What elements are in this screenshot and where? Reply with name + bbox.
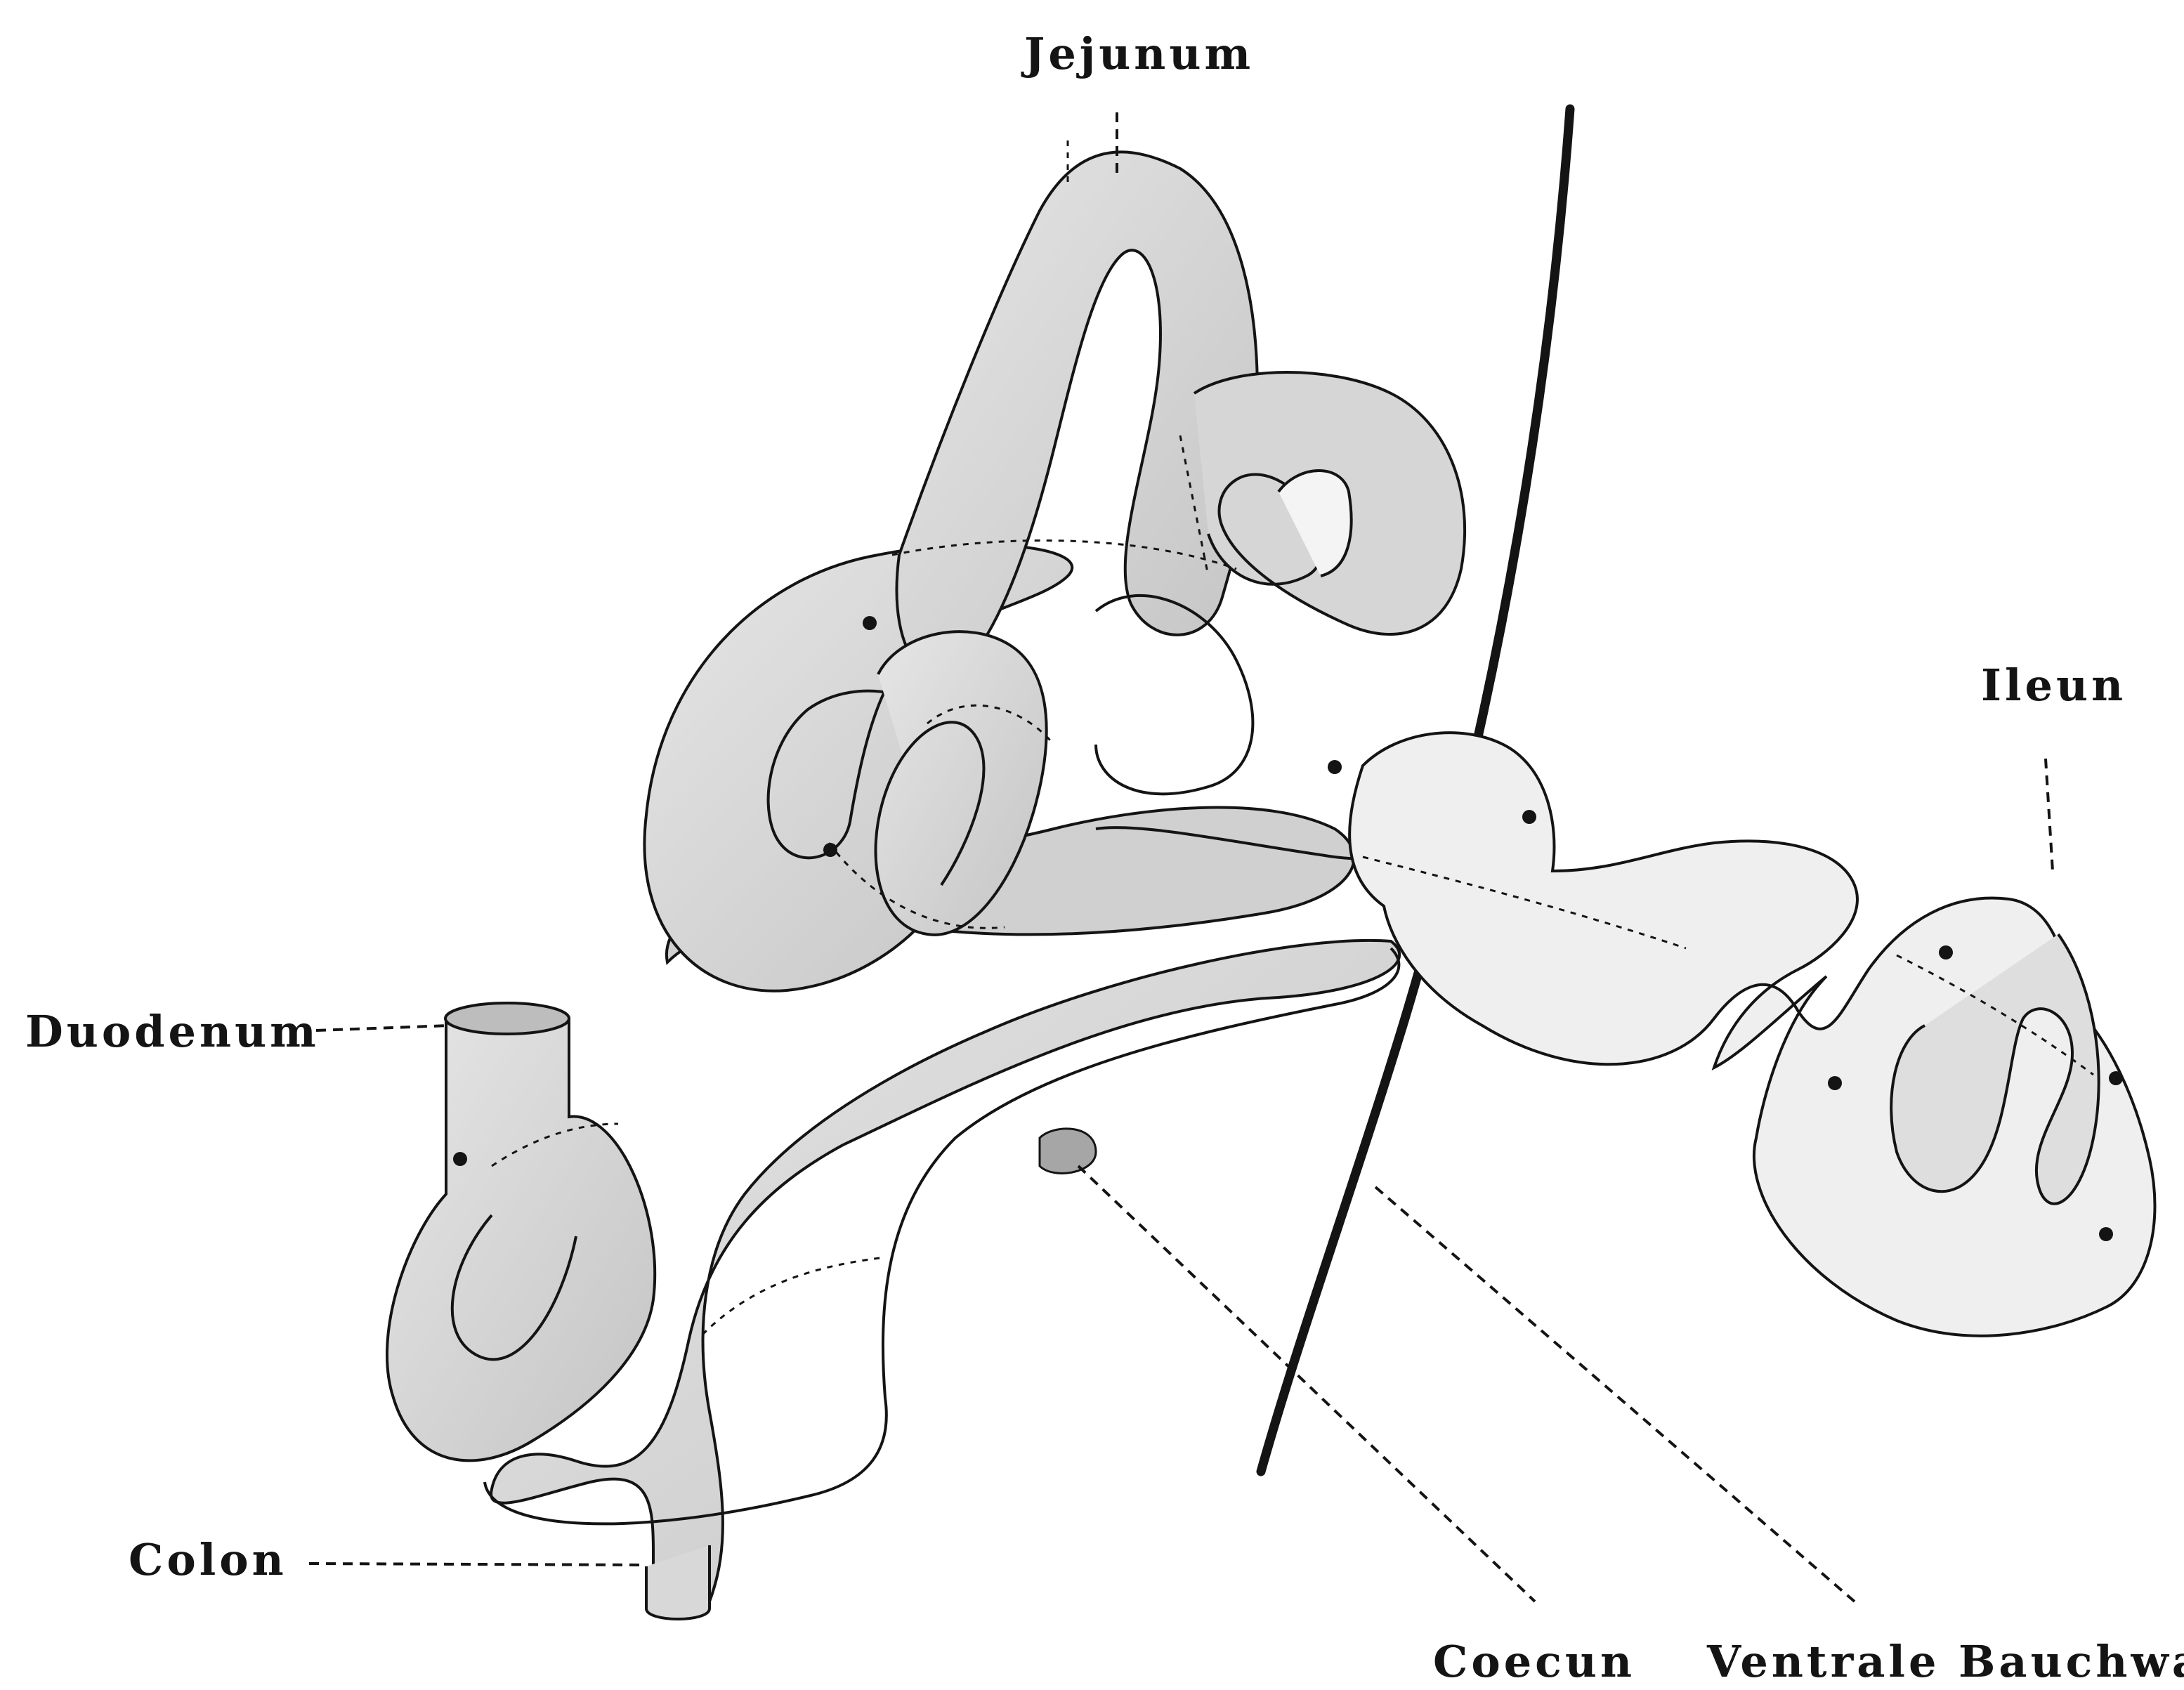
ileum-leader: [2046, 759, 2053, 871]
label-duodenum: Duodenum: [25, 1010, 320, 1054]
label-jejunum: Jejunum: [1024, 32, 1254, 76]
ventral-wall-leader: [1375, 1187, 1855, 1601]
coecum-leader: [1078, 1166, 1535, 1601]
label-coecum: Coecun: [1433, 1640, 1635, 1684]
duodenum-opening: [445, 1003, 569, 1034]
colon-leader: [309, 1564, 646, 1565]
label-colon: Colon: [129, 1538, 287, 1582]
duodenum-tube: [387, 1018, 655, 1460]
label-ileum: Ileun: [1981, 664, 2126, 707]
caecum-stub: [1040, 1129, 1096, 1174]
duodenum-leader: [316, 1026, 450, 1030]
label-ventral-wall: Ventrale Bauchwand: [1707, 1640, 2184, 1684]
